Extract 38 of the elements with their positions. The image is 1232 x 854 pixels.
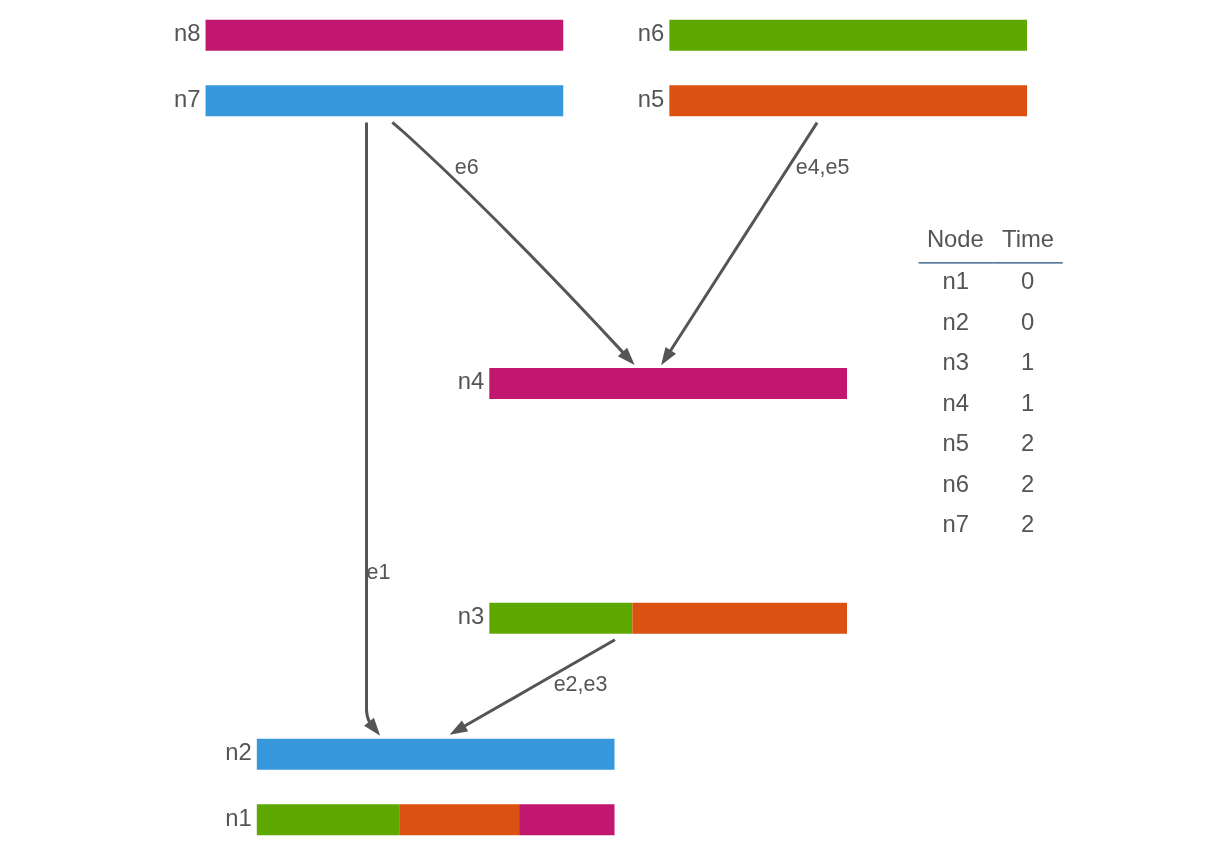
label: 1 xyxy=(1021,347,1035,375)
edge-label: e6 xyxy=(454,154,479,179)
label: 1 xyxy=(1021,388,1035,416)
arrow xyxy=(661,121,819,365)
node-label: n1 xyxy=(225,803,252,831)
node-bar xyxy=(489,367,847,399)
label: n1 xyxy=(942,266,969,294)
node-label: n7 xyxy=(173,84,201,112)
arrow xyxy=(364,122,381,736)
node-label: n2 xyxy=(225,737,252,765)
label: n2 xyxy=(942,307,969,335)
node-label: n8 xyxy=(173,18,201,46)
label: Node xyxy=(926,224,984,252)
node-label: n6 xyxy=(637,18,665,46)
node-bar xyxy=(669,19,1028,51)
label: n3 xyxy=(942,347,969,375)
label: Time xyxy=(1002,224,1055,252)
edge-label: e1 xyxy=(366,559,391,584)
label: 0 xyxy=(1021,266,1035,294)
label: 0 xyxy=(1021,307,1035,335)
label: n5 xyxy=(942,428,969,456)
label: 2 xyxy=(1021,509,1035,537)
arrow xyxy=(449,637,616,735)
edge-label: e4,e5 xyxy=(795,154,850,179)
label: n6 xyxy=(942,469,969,497)
label: 2 xyxy=(1021,469,1035,497)
node-bar xyxy=(205,84,564,116)
node-bar xyxy=(205,19,564,51)
label: n7 xyxy=(942,509,969,537)
node-bar xyxy=(256,738,615,770)
node-label: n4 xyxy=(457,366,485,394)
node-label: n5 xyxy=(637,84,665,112)
label: 2 xyxy=(1021,428,1035,456)
node-label: n3 xyxy=(457,601,485,629)
label: n4 xyxy=(942,388,969,416)
arrow xyxy=(391,120,635,365)
edge-label: e2,e3 xyxy=(553,671,608,696)
node-bar xyxy=(669,84,1028,116)
